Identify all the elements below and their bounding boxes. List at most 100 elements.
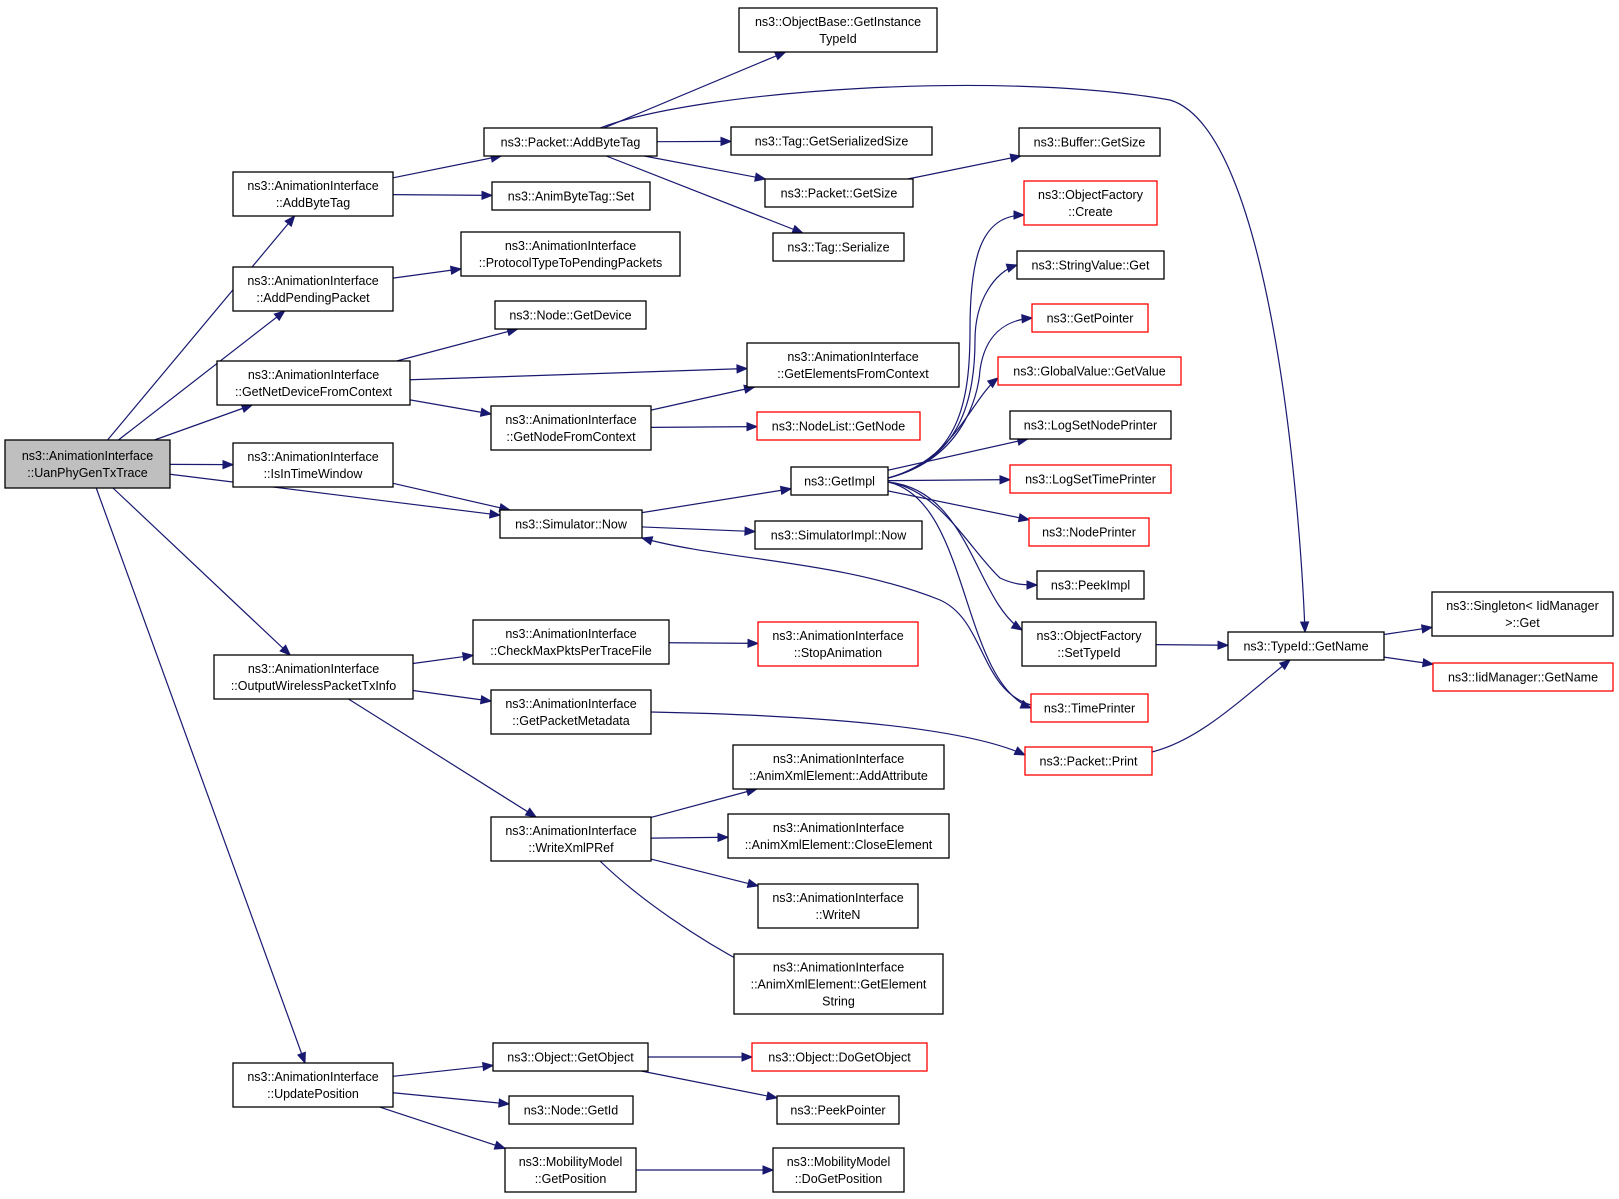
node-get-net-device-from-context[interactable]: ns3::AnimationInterface::GetNetDeviceFro… [216,360,411,406]
node-output-wireless-packet-tx-info[interactable]: ns3::AnimationInterface::OutputWirelessP… [213,654,414,700]
edge-root-to-simulator_now [169,473,502,519]
arrowhead-icon [1009,153,1023,163]
node-label-line: ns3::AnimationInterface [505,627,636,641]
node-do-get-position[interactable]: ns3::MobilityModel::DoGetPosition [772,1147,905,1193]
arrowhead-icon [479,407,493,417]
arrowhead-icon [741,1052,754,1062]
edge-line [392,268,462,279]
edge-line [599,860,749,966]
node-label-line: ns3::LogSetTimePrinter [1025,473,1156,487]
node-do-get-object[interactable]: ns3::Object::DoGetObject [751,1042,928,1072]
node-label-line: ns3::Packet::GetSize [781,187,898,201]
node-write-xml-pref[interactable]: ns3::AnimationInterface::WriteXmlPRef [490,816,652,862]
node-box [997,356,1182,386]
node-close-element[interactable]: ns3::AnimationInterface::AnimXmlElement:… [727,813,950,859]
node-add-attribute[interactable]: ns3::AnimationInterface::AnimXmlElement:… [732,744,945,790]
node-add-byte-tag-ai[interactable]: ns3::AnimationInterface::AddByteTag [232,171,394,217]
edge-line [118,310,286,441]
arrowhead-icon [746,421,759,432]
node-anim-byte-tag-set[interactable]: ns3::AnimByteTag::Set [491,181,651,211]
node-check-max-pkts[interactable]: ns3::AnimationInterface::CheckMaxPktsPer… [472,619,670,665]
edge-root-to-add_byte_tag_ai [107,214,296,441]
arrowhead-icon [1017,512,1031,523]
node-stop-animation[interactable]: ns3::AnimationInterface::StopAnimation [757,621,919,667]
node-object-factory-create[interactable]: ns3::ObjectFactory::Create [1023,180,1158,226]
node-label-line: ::AnimXmlElement::AddAttribute [749,769,928,783]
node-get-pointer[interactable]: ns3::GetPointer [1031,303,1149,333]
node-get-packet-metadata[interactable]: ns3::AnimationInterface::GetPacketMetada… [490,689,652,735]
node-box [1030,693,1149,723]
node-node-get-device[interactable]: ns3::Node::GetDevice [494,300,647,330]
node-packet-add-byte-tag[interactable]: ns3::Packet::AddByteTag [483,127,658,157]
node-object-get-object[interactable]: ns3::Object::GetObject [492,1042,649,1072]
arrowhead-icon [488,509,502,519]
edge-line [603,51,786,129]
edge-time_printer-to-simulator_now [640,536,1032,706]
node-nodelist-get-node[interactable]: ns3::NodeList::GetNode [756,411,921,441]
node-singleton-get[interactable]: ns3::Singleton< IidManager>::Get [1431,591,1614,637]
node-is-in-time-window[interactable]: ns3::AnimationInterface::IsInTimeWindow [232,442,394,488]
edge-line [887,481,1032,709]
node-label-line: ns3::AnimByteTag::Set [508,190,635,204]
node-get-elements-from-context[interactable]: ns3::AnimationInterface::GetElementsFrom… [746,342,960,388]
node-get-element-string[interactable]: ns3::AnimationInterface::AnimXmlElement:… [733,953,944,1015]
node-iid-manager-get-name[interactable]: ns3::IidManager::GetName [1432,662,1614,692]
node-peek-impl[interactable]: ns3::PeekImpl [1036,570,1145,600]
node-packet-get-size[interactable]: ns3::Packet::GetSize [764,178,914,208]
edge-get_impl-to-object_factory_set_type_id [887,481,1024,631]
edge-get_net_device_from_context-to-get_node_from_context [409,399,493,417]
node-simulator-impl-now[interactable]: ns3::SimulatorImpl::Now [754,520,923,550]
node-get-node-from-context[interactable]: ns3::AnimationInterface::GetNodeFromCont… [490,405,652,451]
edge-line [396,328,518,362]
node-label-line: ns3::TypeId::GetName [1243,640,1368,654]
node-peek-pointer[interactable]: ns3::PeekPointer [776,1095,900,1125]
node-log-set-node-printer[interactable]: ns3::LogSetNodePrinter [1009,410,1172,440]
node-label-line: ns3::Node::GetDevice [509,309,631,323]
node-box [1021,621,1157,667]
node-string-value-get[interactable]: ns3::StringValue::Get [1016,250,1165,280]
node-label-line: ns3::AnimationInterface [787,350,918,364]
node-simulator-now[interactable]: ns3::Simulator::Now [499,509,643,539]
node-label-line: ns3::StringValue::Get [1032,259,1150,273]
node-type-id-get-name[interactable]: ns3::TypeId::GetName [1227,631,1385,661]
edge-line [412,689,492,702]
edge-write_xml_pref-to-close_element [650,832,730,843]
node-label-line: ::GetElementsFromContext [777,367,929,381]
edge-get_net_device_from_context-to-get_elements_from_context [409,364,749,381]
node-box [730,126,933,156]
edge-root-to-output_wireless_packet_tx_info [112,487,292,656]
node-packet-print[interactable]: ns3::Packet::Print [1024,746,1153,776]
node-box [232,1062,394,1108]
node-object-factory-set-type-id[interactable]: ns3::ObjectFactory::SetTypeId [1021,621,1157,667]
node-protocol-type-to-pending-packets[interactable]: ns3::AnimationInterface::ProtocolTypeToP… [460,231,681,277]
node-label-line: ::AnimXmlElement::CloseElement [745,838,933,852]
node-node-get-id[interactable]: ns3::Node::GetId [508,1095,634,1125]
node-node-printer[interactable]: ns3::NodePrinter [1028,517,1150,547]
node-box [738,7,938,53]
node-box [1432,662,1614,692]
arrowhead-icon [1420,624,1434,634]
node-mobility-get-position[interactable]: ns3::MobilityModel::GetPosition [504,1147,637,1193]
node-add-pending-packet[interactable]: ns3::AnimationInterface::AddPendingPacke… [232,266,394,312]
node-tag-serialize[interactable]: ns3::Tag::Serialize [772,232,905,262]
node-root[interactable]: ns3::AnimationInterface::UanPhyGenTxTrac… [4,439,171,489]
node-box [1024,746,1153,776]
node-update-position[interactable]: ns3::AnimationInterface::UpdatePosition [232,1062,394,1108]
arrowhead-icon [479,695,493,705]
node-get-impl[interactable]: ns3::GetImpl [790,466,889,496]
node-buffer-get-size[interactable]: ns3::Buffer::GetSize [1018,127,1161,157]
node-tag-get-serialized-size[interactable]: ns3::Tag::GetSerializedSize [730,126,933,156]
node-label-line: ns3::AnimationInterface [773,961,904,975]
node-time-printer[interactable]: ns3::TimePrinter [1030,693,1149,723]
node-label-line: ns3::ObjectFactory [1038,188,1144,202]
node-box [1009,464,1172,494]
node-label-line: ns3::Node::GetId [524,1104,619,1118]
node-label-line: ns3::AnimationInterface [505,697,636,711]
node-write-n[interactable]: ns3::AnimationInterface::WriteN [757,883,919,929]
node-log-set-time-printer[interactable]: ns3::LogSetTimePrinter [1009,464,1172,494]
edge-object_get_object-to-peek_pointer [641,1070,779,1101]
arrowhead-icon [1010,620,1024,631]
node-global-value-get-value[interactable]: ns3::GlobalValue::GetValue [997,356,1182,386]
edge-get_impl-to-peek_impl [887,481,1039,590]
